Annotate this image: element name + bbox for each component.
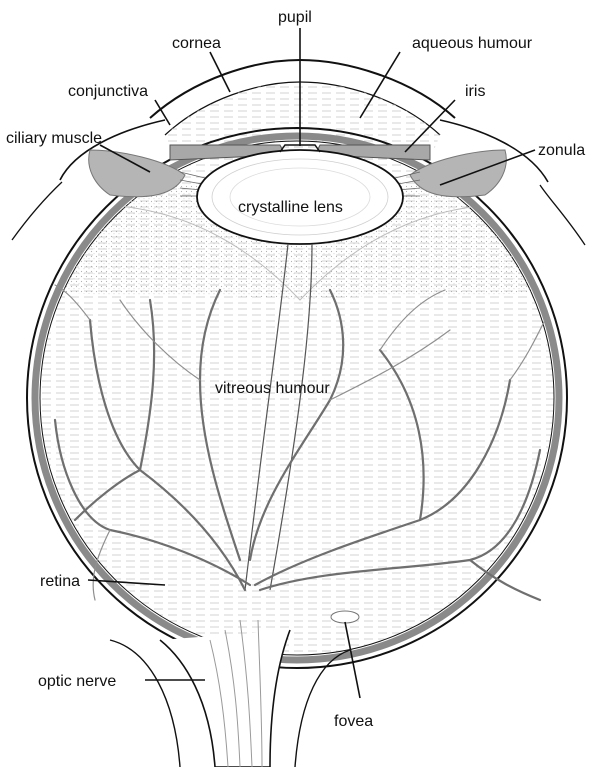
label-conjunctiva: conjunctiva bbox=[68, 83, 148, 100]
label-pupil: pupil bbox=[278, 9, 312, 26]
eyelid-fold-left bbox=[12, 182, 62, 240]
label-cornea: cornea bbox=[172, 35, 221, 52]
label-retina: retina bbox=[40, 573, 80, 590]
label-zonula: zonula bbox=[538, 142, 585, 159]
label-ciliary-muscle: ciliary muscle bbox=[6, 130, 102, 147]
label-iris: iris bbox=[465, 83, 485, 100]
label-vitreous-humour: vitreous humour bbox=[215, 380, 330, 397]
label-crystalline-lens: crystalline lens bbox=[238, 199, 343, 216]
crystalline-lens bbox=[197, 150, 403, 244]
label-aqueous-humour: aqueous humour bbox=[412, 35, 533, 52]
label-optic-nerve: optic nerve bbox=[38, 673, 116, 690]
optic-nerve bbox=[160, 630, 290, 767]
eyelid-fold-right bbox=[540, 185, 585, 245]
fovea-spot bbox=[331, 611, 359, 623]
label-fovea: fovea bbox=[334, 713, 373, 730]
